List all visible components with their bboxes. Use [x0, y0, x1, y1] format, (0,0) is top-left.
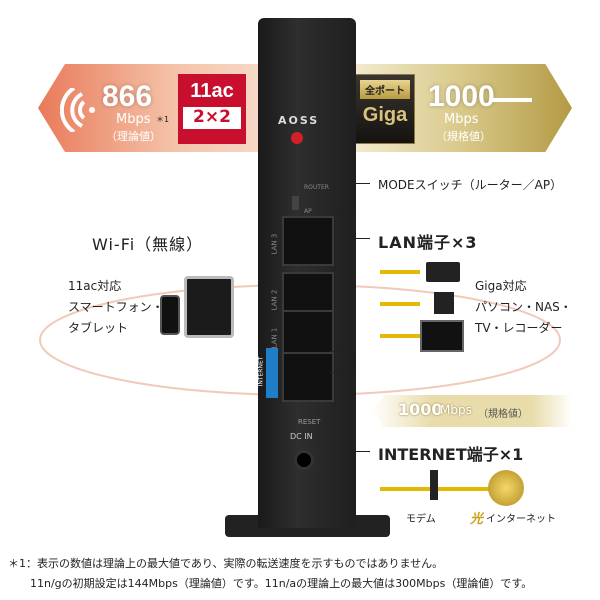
- lan-cable-icon: [492, 98, 532, 102]
- mode-ap-label: AP: [304, 208, 312, 215]
- internet-leader-top: [330, 372, 355, 373]
- lan-devices-label: Giga対応 パソコン・NAS・ TV・レコーダー: [475, 276, 572, 339]
- globe-icon: [488, 470, 524, 506]
- lan-devices-line: TV・レコーダー: [475, 321, 563, 335]
- lan-cable-icon: [380, 334, 420, 338]
- footnote-mark: ＊1: [156, 115, 170, 124]
- internet-label-bg: [266, 348, 278, 398]
- lan-speed-value: 1000: [428, 80, 495, 113]
- internet-port-title: INTERNET端子×1: [378, 445, 524, 464]
- lan-port-1-label: LAN 1: [270, 327, 279, 349]
- footnote-line-2: 11n/gの初期設定は144Mbps（理論値）です。11n/aの理論上の最大値は…: [30, 577, 533, 590]
- lan-port-1[interactable]: [282, 310, 334, 360]
- internet-port[interactable]: [282, 352, 334, 402]
- mode-switch-label: MODEスイッチ（ルーター／AP）: [378, 178, 563, 192]
- lan-speed-unit: Mbps: [444, 112, 479, 127]
- internet-leader-pointer: [354, 451, 370, 452]
- mode-leader-line: [340, 183, 370, 184]
- footnote-line-1: ＊1：表示の数値は理論上の最大値であり、実際の転送速度を示すものではありません。: [8, 557, 444, 570]
- router-body: AOSS ROUTER AP LAN 3 LAN 2 LAN 1 INTERNE…: [257, 18, 356, 528]
- mode-switch[interactable]: [292, 196, 299, 210]
- lan-leader-pointer: [355, 238, 370, 239]
- modem-icon: [430, 470, 438, 500]
- smartphone-icon: [160, 295, 180, 335]
- internet-speed-banner: [372, 395, 572, 427]
- tv-icon: [420, 320, 464, 352]
- wifi-devices-label: 11ac対応 スマートフォン・ タブレット: [68, 276, 164, 339]
- standard-badge: 11ac 2×2: [178, 74, 246, 144]
- wifi-speed-qualifier: （理論値）: [106, 130, 161, 143]
- wifi-devices-line: 11ac対応: [68, 279, 122, 293]
- lan-leader-bottom: [330, 351, 355, 352]
- lan-port-3[interactable]: [282, 216, 334, 266]
- modem-label: モデム: [406, 514, 436, 525]
- wifi-label: Wi-Fi（無線）: [92, 235, 204, 254]
- reset-label: RESET: [298, 418, 321, 426]
- wifi-devices-line: スマートフォン・: [68, 300, 164, 314]
- mode-router-label: ROUTER: [304, 184, 329, 191]
- hikari-label: インターネット: [486, 514, 556, 525]
- internet-speed-value: 1000: [398, 400, 443, 419]
- internet-leader-vertical: [354, 372, 355, 452]
- lan-cable-icon: [380, 302, 420, 306]
- dc-in-label: DC IN: [290, 432, 313, 441]
- lan-leader-vertical: [354, 212, 355, 352]
- giga-badge-top: 全ポート: [360, 80, 410, 99]
- standard-label: 11ac: [190, 80, 234, 102]
- internet-port-label: INTERNET: [257, 356, 265, 387]
- hikari-mark: 光: [470, 512, 484, 527]
- aoss-label: AOSS: [278, 114, 320, 127]
- nas-icon: [434, 292, 454, 314]
- giga-badge: 全ポート Giga: [355, 74, 415, 144]
- streams-label: 2×2: [183, 107, 241, 129]
- giga-badge-bottom: Giga: [362, 104, 408, 126]
- wifi-devices-line: タブレット: [68, 321, 129, 335]
- lan-port-2-label: LAN 2: [270, 289, 279, 311]
- wifi-signal-icon: [60, 88, 95, 132]
- dc-in-jack[interactable]: [294, 450, 314, 470]
- tablet-icon: [184, 276, 234, 338]
- lan-cable-icon: [380, 270, 420, 274]
- lan-port-3-label: LAN 3: [270, 233, 279, 255]
- lan-devices-line: Giga対応: [475, 279, 527, 293]
- wifi-speed-unit: Mbps: [116, 112, 151, 127]
- lan-ports-label: LAN端子×3: [378, 233, 478, 252]
- lan-speed-qualifier: （規格値）: [436, 130, 491, 143]
- internet-speed-unit: Mbps: [440, 403, 472, 417]
- internet-speed-qualifier: （規格値）: [478, 409, 528, 420]
- wifi-speed-value: 866: [102, 80, 153, 113]
- lan-devices-line: パソコン・NAS・: [475, 300, 572, 314]
- lan-leader-top: [330, 212, 355, 213]
- aoss-button[interactable]: [291, 132, 303, 144]
- laptop-icon: [426, 262, 460, 282]
